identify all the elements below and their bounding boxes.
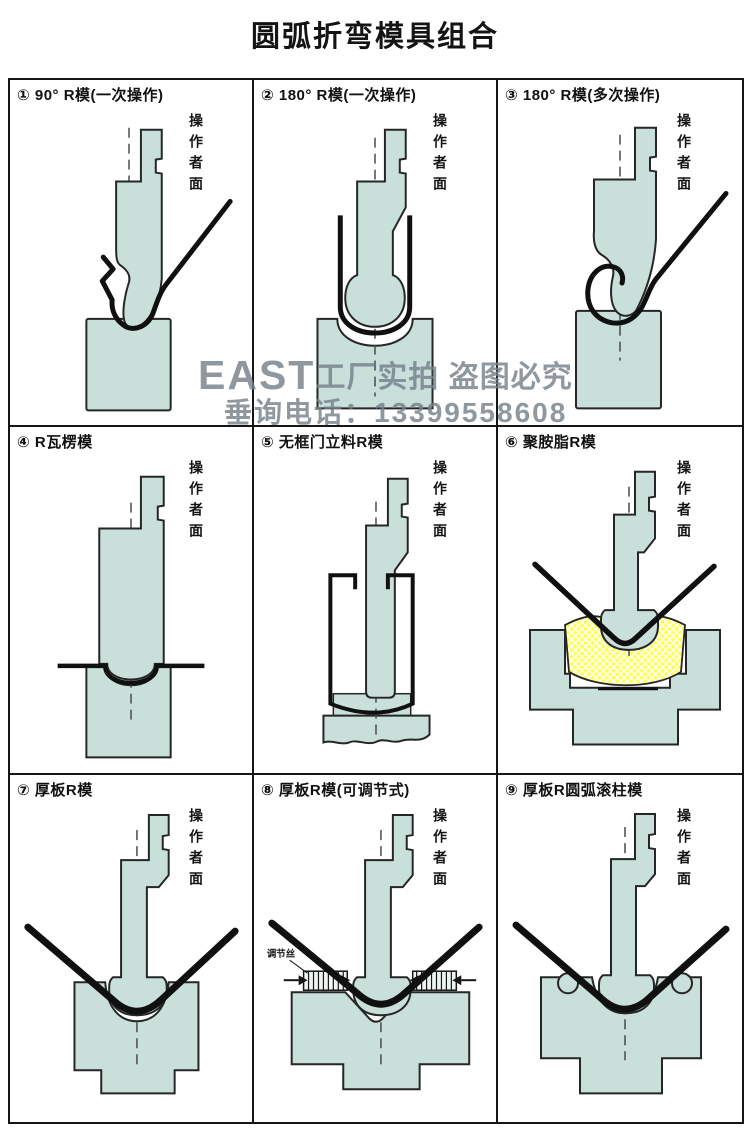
cell-thick-plate-roller-die: ⑨ 厚板R圆弧滚柱模 操作者面: [498, 775, 742, 1122]
diagram-adjustable-die: 调节丝: [267, 813, 483, 1090]
die-block: [529, 629, 721, 746]
die-block: [85, 317, 172, 412]
cell-frameless-door-r-die: ⑤ 无框门立料R模 操作者面: [254, 427, 498, 775]
diagram-thick-plate-die: [24, 813, 239, 1094]
cell-title: ⑥ 聚胺脂R模: [505, 434, 597, 452]
gooseneck-punch: [115, 128, 163, 330]
sheet-metal-channel: [328, 573, 415, 715]
bulb-punch: [344, 128, 407, 328]
sheet-metal-line: [57, 663, 205, 686]
diagram-door-panel-die: [322, 478, 431, 745]
cell-r-corrugation-die: ④ R瓦楞模 操作者面: [10, 427, 254, 775]
die-block: [73, 980, 200, 1094]
sheet-metal-loop: [585, 190, 729, 326]
round-nose-punch: [598, 812, 656, 1014]
cell-polyurethane-r-die: ⑥ 聚胺脂R模 操作者面: [498, 427, 742, 775]
sheet-metal-vee: [532, 561, 717, 647]
round-nose-punch: [600, 471, 659, 652]
cell-title: ⑤ 无框门立料R模: [261, 434, 384, 452]
adjuster-leader-line: [289, 959, 308, 974]
sheet-metal-line: [99, 198, 233, 331]
gooseneck-punch: [592, 126, 657, 317]
thick-sheet-vee: [24, 923, 239, 1015]
cell-title: ④ R瓦楞模: [17, 434, 93, 452]
operator-side-label: 操作者面: [188, 807, 204, 892]
sheet-metal-line: [337, 215, 413, 336]
operator-side-label: 操作者面: [432, 460, 448, 545]
cell-title: ② 180° R模(一次操作): [261, 87, 417, 104]
operator-side-label: 操作者面: [432, 807, 448, 892]
diagram-90deg-r-die: [85, 127, 233, 412]
operator-side-label: 操作者面: [432, 113, 448, 197]
page-title: 圆弧折弯模具组合: [250, 21, 499, 53]
cell-thick-plate-r-die: ⑦ 厚板R模 操作者面: [10, 774, 254, 1122]
diagram-180deg-multi-op-die: [575, 126, 729, 410]
cell-thick-plate-adjustable-die: ⑧ 厚板R模(可调节式) 操作者面 调节丝: [254, 774, 498, 1122]
cell-title: ⑨ 厚板R圆弧滚柱模: [505, 781, 643, 799]
adjuster-label: 调节丝: [267, 948, 296, 960]
cell-title: ① 90° R模(一次操作): [17, 87, 164, 104]
diagram-polyurethane-die: [529, 471, 721, 746]
operator-side-label: 操作者面: [676, 807, 692, 892]
cell-title: ③ 180° R模(多次操作): [505, 87, 661, 104]
cell-title: ⑦ 厚板R模: [17, 781, 93, 799]
round-nose-punch: [108, 813, 170, 1016]
thick-sheet-vee: [512, 921, 730, 1013]
cell-90deg-r-die-single-op: ① 90° R模(一次操作) 操作者面: [10, 80, 254, 428]
operator-side-label: 操作者面: [188, 460, 204, 545]
cell-title: ⑧ 厚板R模(可调节式): [261, 781, 410, 799]
operator-side-label: 操作者面: [676, 113, 692, 197]
die-combination-grid: ① 90° R模(一次操作) 操作者面 ② 180° R模(一次操作) 操作者面…: [8, 78, 744, 1124]
diagram-corrugation-die: [57, 476, 205, 759]
cell-180deg-r-die-multi-op: ③ 180° R模(多次操作) 操作者面: [498, 80, 742, 428]
operator-side-label: 操作者面: [676, 460, 692, 545]
diagram-180deg-r-die: [316, 128, 434, 410]
cell-180deg-r-die-single-op: ② 180° R模(一次操作) 操作者面: [254, 80, 498, 428]
thick-sheet-vee: [268, 919, 483, 1008]
round-nose-punch: [352, 813, 414, 1016]
diagram-roller-die: [512, 812, 730, 1094]
operator-side-label: 操作者面: [188, 113, 204, 197]
